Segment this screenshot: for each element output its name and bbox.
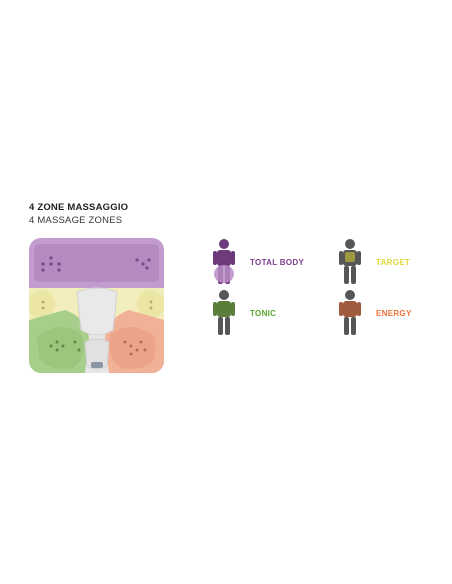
legend-label-energy: ENERGY [376,308,412,318]
person-full-body-icon [213,239,235,284]
legend-label-total-body: TOTAL BODY [250,257,305,267]
legend-item-target: TARGET [336,238,410,286]
legend-label-target: TARGET [376,257,411,267]
legend-item-total-body: TOTAL BODY [210,238,304,286]
legend-label-tonic: TONIC [250,308,277,318]
heading-subtitle: 4 MASSAGE ZONES [29,215,123,226]
legend-item-energy: ENERGY [336,289,412,337]
person-back-icon [339,290,361,335]
legend-item-tonic: TONIC [210,289,276,337]
spa-top-view-diagram [29,238,164,373]
person-arms-icon [213,290,235,335]
heading-title: 4 ZONE MASSAGGIO [29,202,129,213]
person-torso-icon [339,239,361,284]
heading: 4 ZONE MASSAGGIO 4 MASSAGE ZONES [29,202,128,226]
